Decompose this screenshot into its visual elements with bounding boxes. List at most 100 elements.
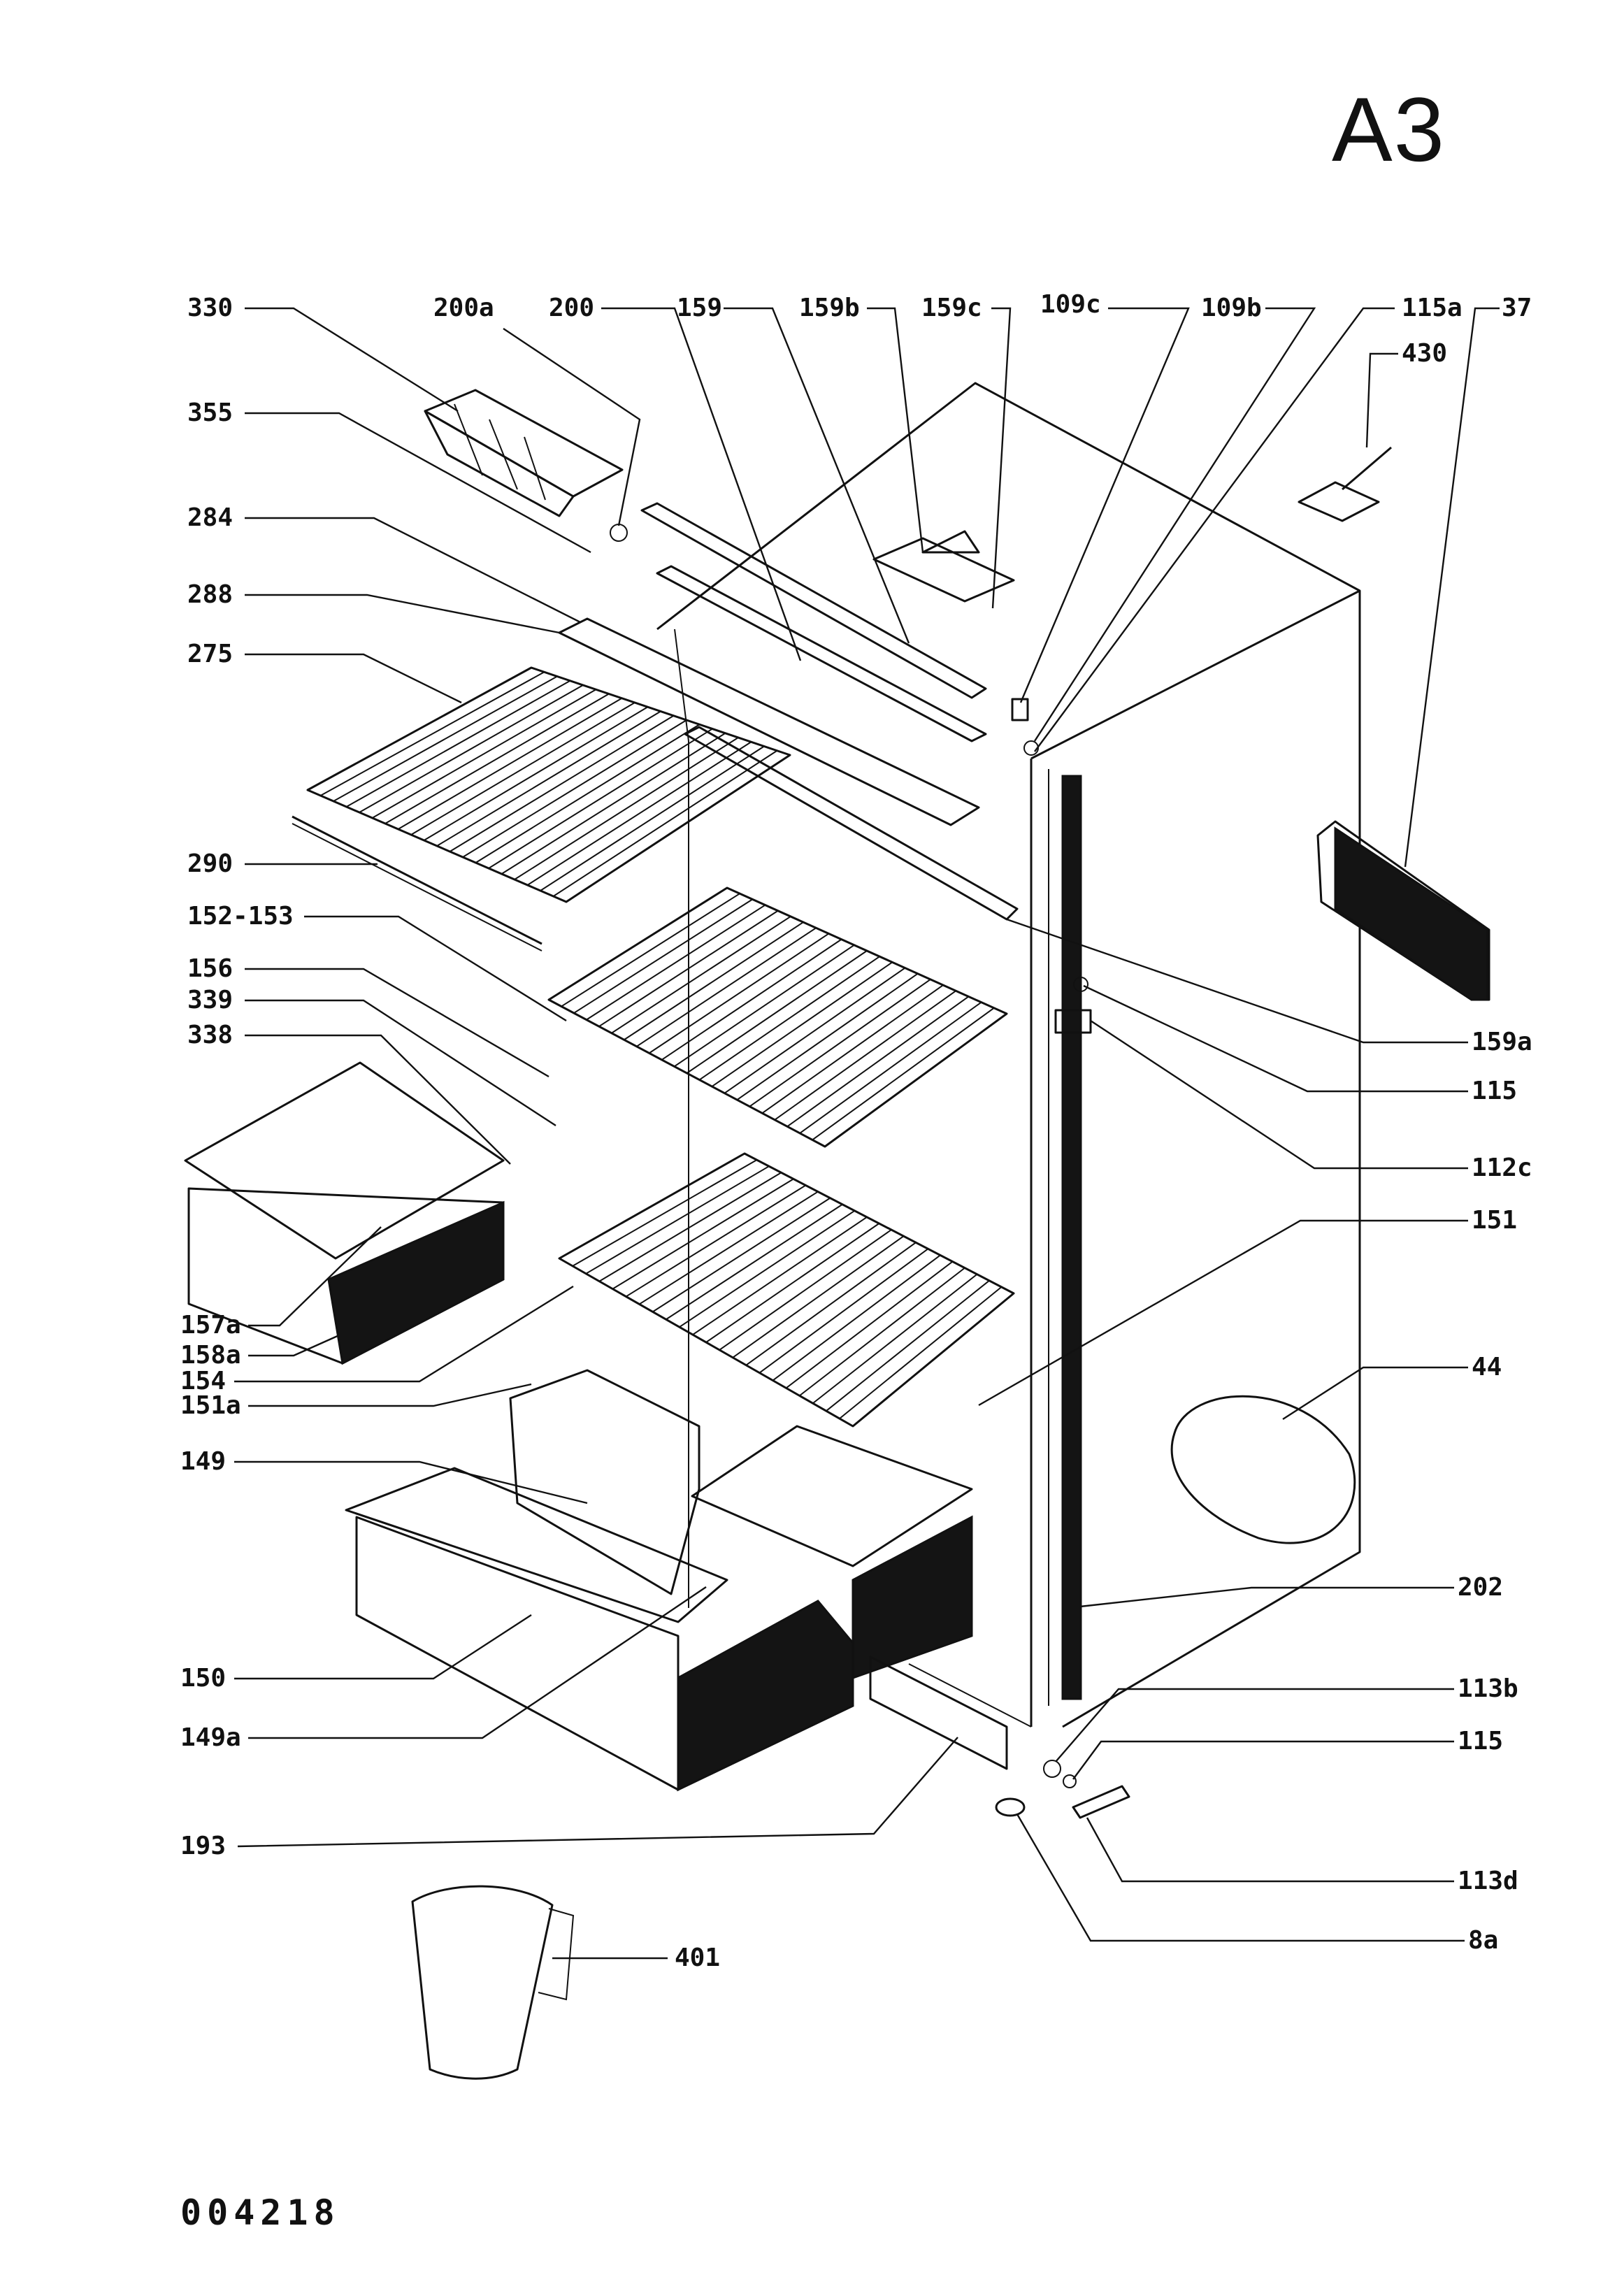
shelf-wire (839, 1286, 1003, 1419)
shelf-wire (679, 1209, 856, 1328)
part-label-p113d: 113d (1458, 1867, 1518, 1895)
shelf-wire (759, 1248, 929, 1374)
part-label-p150: 150 (180, 1664, 226, 1693)
shelf-wire (666, 1203, 843, 1321)
leader-line-p112c (1090, 1019, 1468, 1170)
shelf-wire (561, 893, 740, 1007)
part-label-p159: 159 (677, 294, 722, 322)
shelf-wire (586, 904, 766, 1021)
shelf-front-bar (292, 815, 542, 951)
leader-line-p275 (245, 653, 462, 704)
shelf-wire (649, 933, 830, 1054)
part-label-p401: 401 (675, 1944, 720, 1972)
shelf-wire (639, 1191, 819, 1305)
shelf-wire (612, 1178, 794, 1290)
leader-line-p330 (245, 307, 459, 412)
part-label-p44: 44 (1472, 1353, 1502, 1381)
document-number: 004218 (180, 2192, 340, 2233)
crisper-drawers (345, 1369, 973, 1792)
leader-line-p156 (245, 968, 549, 1078)
leader-line-p159c (991, 307, 1012, 609)
part-label-p115b: 115 (1458, 1727, 1503, 1755)
part-label-p275: 275 (187, 640, 233, 668)
wire-shelf-lower (558, 1152, 1015, 1428)
part-label-p202: 202 (1458, 1573, 1503, 1602)
part-label-p109c: 109c (1040, 290, 1101, 319)
part-label-p112c: 112c (1472, 1154, 1532, 1182)
shelf-wire (359, 684, 584, 813)
shelf-wire (661, 938, 842, 1061)
door-seal-strip (1061, 775, 1082, 1700)
shelf-wire (385, 693, 610, 824)
leader-line-p157a (248, 1226, 382, 1327)
shelf-wire (698, 956, 880, 1081)
leader-line-p149a (248, 1586, 707, 1739)
leader-line-p193 (237, 1737, 958, 1848)
shelf-wire (573, 898, 753, 1014)
shelf-wire (475, 724, 700, 863)
part-label-p339: 339 (187, 986, 233, 1014)
part-label-p154: 154 (180, 1367, 226, 1395)
part-label-p157a: 157a (180, 1311, 241, 1339)
shelf-wire (526, 741, 752, 886)
part-label-p149a: 149a (180, 1723, 241, 1752)
leader-line-p338 (245, 1034, 511, 1165)
shelf-wire (488, 728, 713, 869)
shelf-wire (711, 961, 893, 1087)
part-label-p156: 156 (187, 954, 233, 983)
shelf-wire (462, 719, 687, 858)
leader-line-p150 (234, 1614, 532, 1680)
shelf-wire (624, 921, 804, 1041)
leader-line-p8a (1016, 1813, 1465, 1942)
shelf-wire (320, 671, 545, 796)
part-label-p8a: 8a (1468, 1926, 1498, 1955)
shelf-wire (372, 689, 596, 819)
leader-line-p284 (245, 517, 581, 624)
shelf-wire (598, 910, 779, 1028)
shelf-wire (826, 1280, 990, 1412)
part-label-p151a: 151a (180, 1391, 241, 1420)
part-label-p37: 37 (1502, 294, 1532, 322)
shelf-wire (736, 972, 919, 1101)
leader-line-p149 (234, 1460, 588, 1504)
leader-line-p288 (245, 594, 560, 634)
shelf-wire (625, 1184, 807, 1298)
shelf-wire (572, 1159, 757, 1267)
shelf-wire (761, 984, 944, 1114)
shelf-wire (423, 706, 649, 841)
water-jug (411, 1885, 575, 2080)
part-label-p338: 338 (187, 1021, 233, 1049)
shelf-wire (692, 1216, 868, 1335)
shelf-wire (673, 944, 855, 1068)
ice-scraper (1298, 446, 1392, 522)
shelf-wire (745, 1242, 917, 1366)
ice-cube-tray (424, 389, 624, 517)
leader-line-p115r (1083, 984, 1468, 1093)
leader-line-p44 (1282, 1366, 1468, 1421)
shelf-wire (410, 702, 635, 835)
shelf-wire (799, 1001, 982, 1134)
part-label-p284: 284 (187, 503, 233, 532)
shelf-wire (812, 1273, 978, 1405)
shelf-wire (652, 1197, 831, 1313)
leader-line-p109b (1033, 307, 1316, 742)
leader-line-p113b (1055, 1688, 1454, 1762)
shelf-wire (346, 680, 570, 807)
part-label-p149: 149 (180, 1447, 226, 1476)
part-label-p113b: 113b (1458, 1674, 1518, 1703)
leader-line-p113d (1086, 1817, 1454, 1883)
vent-grille (869, 1655, 1008, 1770)
leader-line-p355 (245, 412, 591, 554)
part-label-p115a: 115a (1402, 294, 1463, 322)
cabinet-outline (656, 382, 1361, 1728)
leader-line-p430 (1365, 352, 1398, 448)
top-rails (558, 502, 1019, 921)
part-label-p115r: 115 (1472, 1077, 1517, 1105)
shelf-wire (598, 1172, 782, 1282)
leader-line-p159 (724, 307, 910, 644)
shelf-wire (786, 996, 970, 1128)
wire-shelf-middle (547, 886, 1008, 1148)
shelf-wire (611, 916, 791, 1034)
leader-line-p115b (1072, 1740, 1454, 1780)
